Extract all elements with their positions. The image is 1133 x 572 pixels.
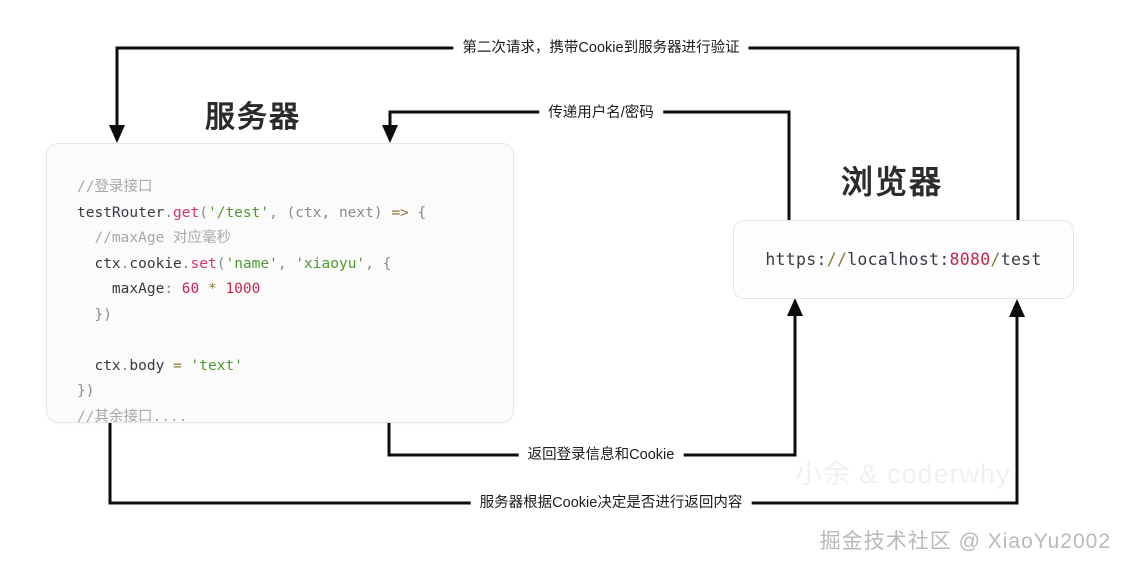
code-string-xiaoyu: 'xiaoyu' [295,255,366,272]
code-ctx-1: ctx [94,255,121,272]
arrowhead-login-cookie [787,298,803,316]
arrowhead-second-request [109,125,125,143]
url-port: 8080 [949,250,991,269]
url-text: https://localhost:8080/test [765,250,1041,269]
code-string-text: 'text' [190,357,243,374]
code-testrouter: testRouter [77,204,165,221]
code-brace-open-1: { [417,204,427,221]
code-string-name: 'name' [225,255,278,272]
url-path-slash: / [990,250,1001,269]
server-title: 服务器 [205,101,301,134]
url-path: test [1000,250,1042,269]
code-equals: = [164,357,191,374]
code-number-60: 60 [181,281,200,297]
code-dot-2: . [120,255,130,272]
code-method-get: get [173,204,200,221]
code-block: //登录接口 testRouter.get('/test', (ctx, nex… [77,175,426,430]
code-paren-open-1: ( [199,204,208,221]
attribution-watermark: 掘金技术社区 @ XiaoYu2002 [819,530,1111,553]
wire-label-credentials: 传递用户名/密码 [539,104,663,122]
code-close-1: }) [94,306,112,323]
code-blank-line [77,332,86,348]
code-dot-3: . [181,255,191,272]
center-watermark: 小余 & coderwhy [795,459,1011,489]
code-operator-multiply: * [199,281,226,297]
code-body-prop: body [129,357,165,374]
code-dot-1: . [164,204,174,221]
url-host: localhost [847,250,940,269]
wire-label-server-decide: 服务器根据Cookie决定是否进行返回内容 [470,494,752,512]
wire-label-login-cookie: 返回登录信息和Cookie [518,446,684,464]
url-slashes: // [826,250,848,269]
browser-url-box[interactable]: https://localhost:8080/test [733,220,1074,299]
code-ctx-2: ctx [94,357,121,374]
code-comment-login: //登录接口 [77,179,153,195]
url-port-colon: : [939,250,950,269]
arrowhead-server-decide [1009,299,1025,317]
browser-title: 浏览器 [841,164,944,200]
arrowhead-credentials [382,125,398,143]
wire-label-second-request: 第二次请求，携带Cookie到服务器进行验证 [453,39,749,57]
code-comma-3: , [365,255,383,272]
url-scheme-colon: : [816,250,827,269]
code-number-1000: 1000 [225,281,261,297]
code-comma-2: , [277,255,296,272]
code-arrow-fn: => [382,204,418,221]
url-scheme: https [765,250,817,269]
code-dot-4: . [120,357,130,374]
code-comment-rest: //其余接口.... [77,408,188,425]
code-method-set: set [190,255,217,272]
server-code-panel: //登录接口 testRouter.get('/test', (ctx, nex… [46,143,514,425]
code-brace-open-2: { [382,255,392,272]
code-cookie: cookie [129,255,182,272]
code-params: (ctx, next) [286,204,383,221]
code-key-maxage: maxAge [111,281,165,297]
code-close-2: }) [77,383,95,399]
code-string-route: '/test' [207,204,270,221]
code-comma-1: , [269,204,287,221]
code-comment-maxage: //maxAge 对应毫秒 [94,230,232,246]
code-colon-1: : [164,281,182,297]
code-paren-open-2: ( [216,255,226,272]
